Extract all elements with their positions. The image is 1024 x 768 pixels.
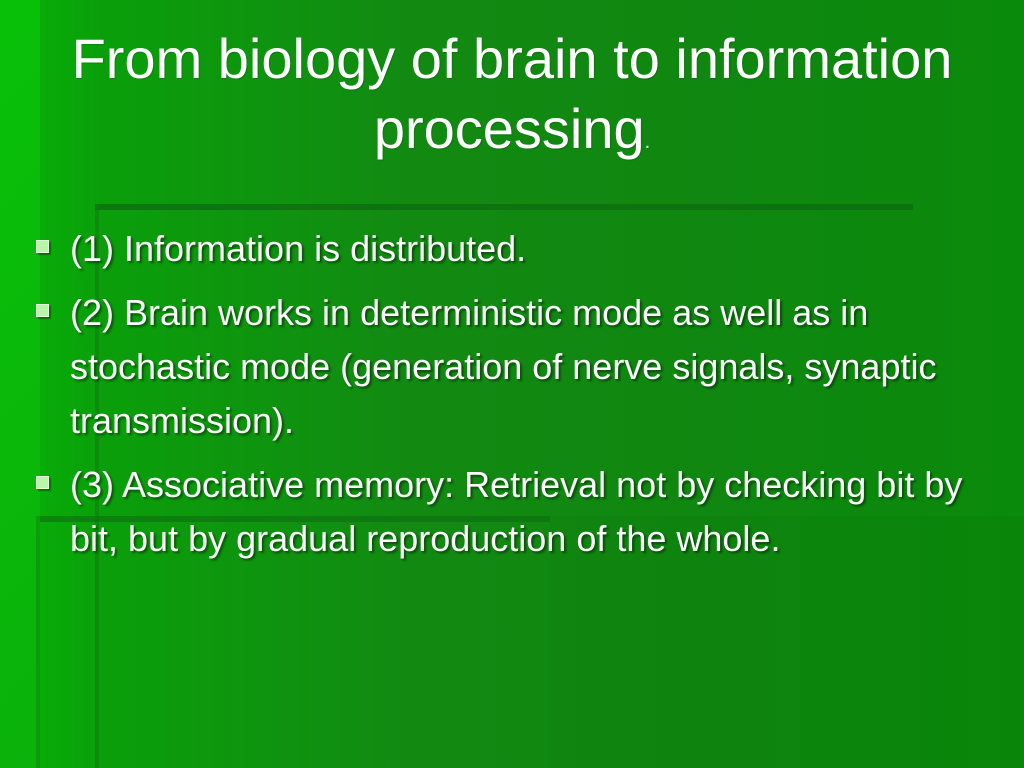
bullet-item-3: (3) Associative memory: Retrieval not by…: [30, 458, 990, 566]
square-bullet-icon: [36, 476, 49, 489]
square-bullet-icon: [36, 240, 49, 253]
bullet-item-1: (1) Information is distributed.: [30, 222, 990, 276]
bullet-item-2: (2) Brain works in deterministic mode as…: [30, 286, 990, 448]
slide-title-text: From biology of brain to information pro…: [71, 27, 953, 160]
slide-title-period: .: [644, 131, 651, 153]
bullet-text: (2) Brain works in deterministic mode as…: [70, 292, 937, 441]
bullet-text: (3) Associative memory: Retrieval not by…: [70, 464, 963, 559]
slide-title: From biology of brain to information pro…: [0, 24, 1024, 177]
square-bullet-icon: [36, 304, 49, 317]
bullet-list: (1) Information is distributed. (2) Brai…: [30, 222, 990, 576]
background-divider-line-top: [95, 204, 913, 210]
bullet-text: (1) Information is distributed.: [70, 228, 527, 269]
